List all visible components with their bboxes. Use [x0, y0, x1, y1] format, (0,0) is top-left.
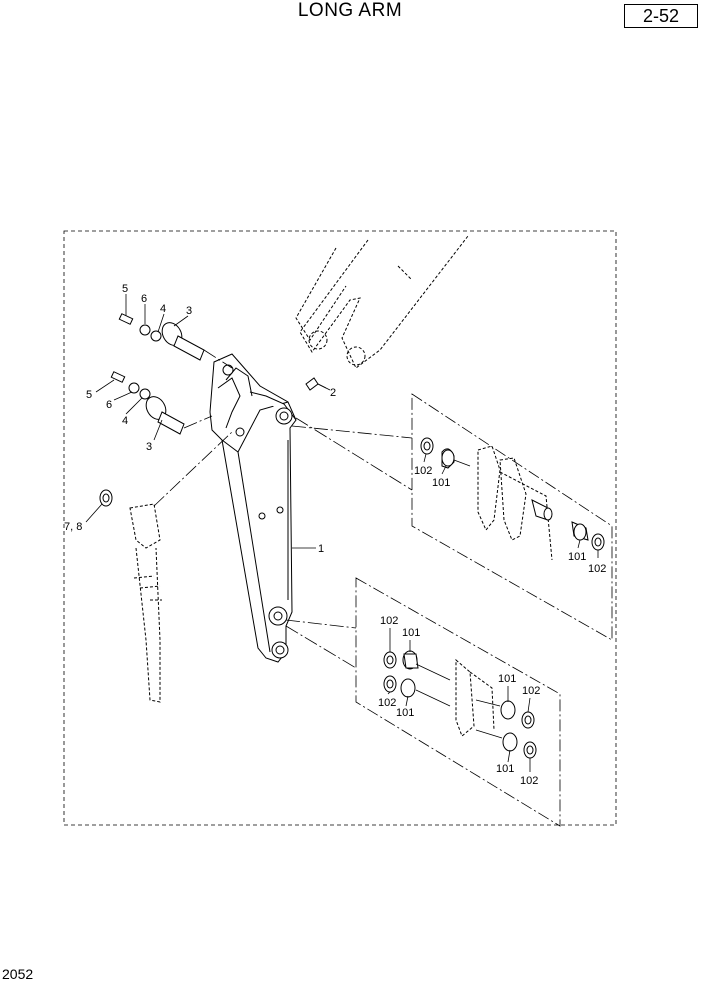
callout-leaders — [85, 294, 599, 772]
callout-grease-fitting: 2 — [330, 387, 336, 399]
callout-top-bush-right: 101 — [568, 551, 586, 563]
callout-cylinder-parts: 7, 8 — [64, 521, 82, 533]
callout-bolt-upper: 5 — [122, 283, 128, 295]
callout-top-ring-right: 102 — [588, 563, 606, 575]
callout-bolt-lower: 5 — [86, 389, 92, 401]
callout-washer-lower: 4 — [122, 415, 128, 427]
callout-pin-upper: 3 — [186, 305, 192, 317]
arm-body — [209, 353, 297, 663]
grease-fitting — [305, 377, 327, 391]
callout-low-bush-d: 101 — [496, 763, 514, 775]
page-title: LONG ARM — [297, 0, 403, 21]
callout-low-bush-a: 101 — [402, 627, 420, 639]
cylinder-ring — [99, 489, 113, 507]
axis-line-low-detail-2 — [285, 625, 357, 669]
callout-lock-washer-upper: 6 — [141, 293, 147, 305]
pin-assembly-upper — [118, 313, 205, 361]
phantom-bucket-cylinder — [129, 503, 162, 703]
callout-low-bush-b: 101 — [396, 707, 414, 719]
callout-washer-upper: 4 — [160, 303, 166, 315]
phantom-boom — [295, 235, 469, 369]
footer-code: 2052 — [2, 966, 34, 982]
page-number-box: 2-52 — [624, 4, 698, 28]
callout-low-ring-b: 102 — [378, 697, 396, 709]
top-detail-inset — [411, 393, 613, 641]
axis-line-upper — [203, 349, 233, 369]
callout-top-ring-left: 102 — [414, 465, 432, 477]
callout-low-ring-c: 102 — [522, 685, 540, 697]
axis-line-lower — [183, 415, 213, 429]
callout-lock-washer-lower: 6 — [106, 399, 112, 411]
callout-low-ring-a: 102 — [380, 615, 398, 627]
axis-line-top-detail — [291, 425, 413, 439]
callout-pin-lower: 3 — [146, 441, 152, 453]
diagram-frame — [63, 230, 617, 826]
callout-top-bush-left: 101 — [432, 477, 450, 489]
callout-low-ring-d: 102 — [520, 775, 538, 787]
axis-line-low-detail — [285, 619, 357, 629]
callout-arm: 1 — [318, 543, 324, 555]
axis-line-top-detail-2 — [295, 417, 413, 491]
pin-assembly-lower — [110, 371, 185, 435]
axis-line-cylinder — [153, 431, 233, 507]
lower-detail-inset — [355, 577, 561, 827]
callout-low-bush-c: 101 — [498, 673, 516, 685]
